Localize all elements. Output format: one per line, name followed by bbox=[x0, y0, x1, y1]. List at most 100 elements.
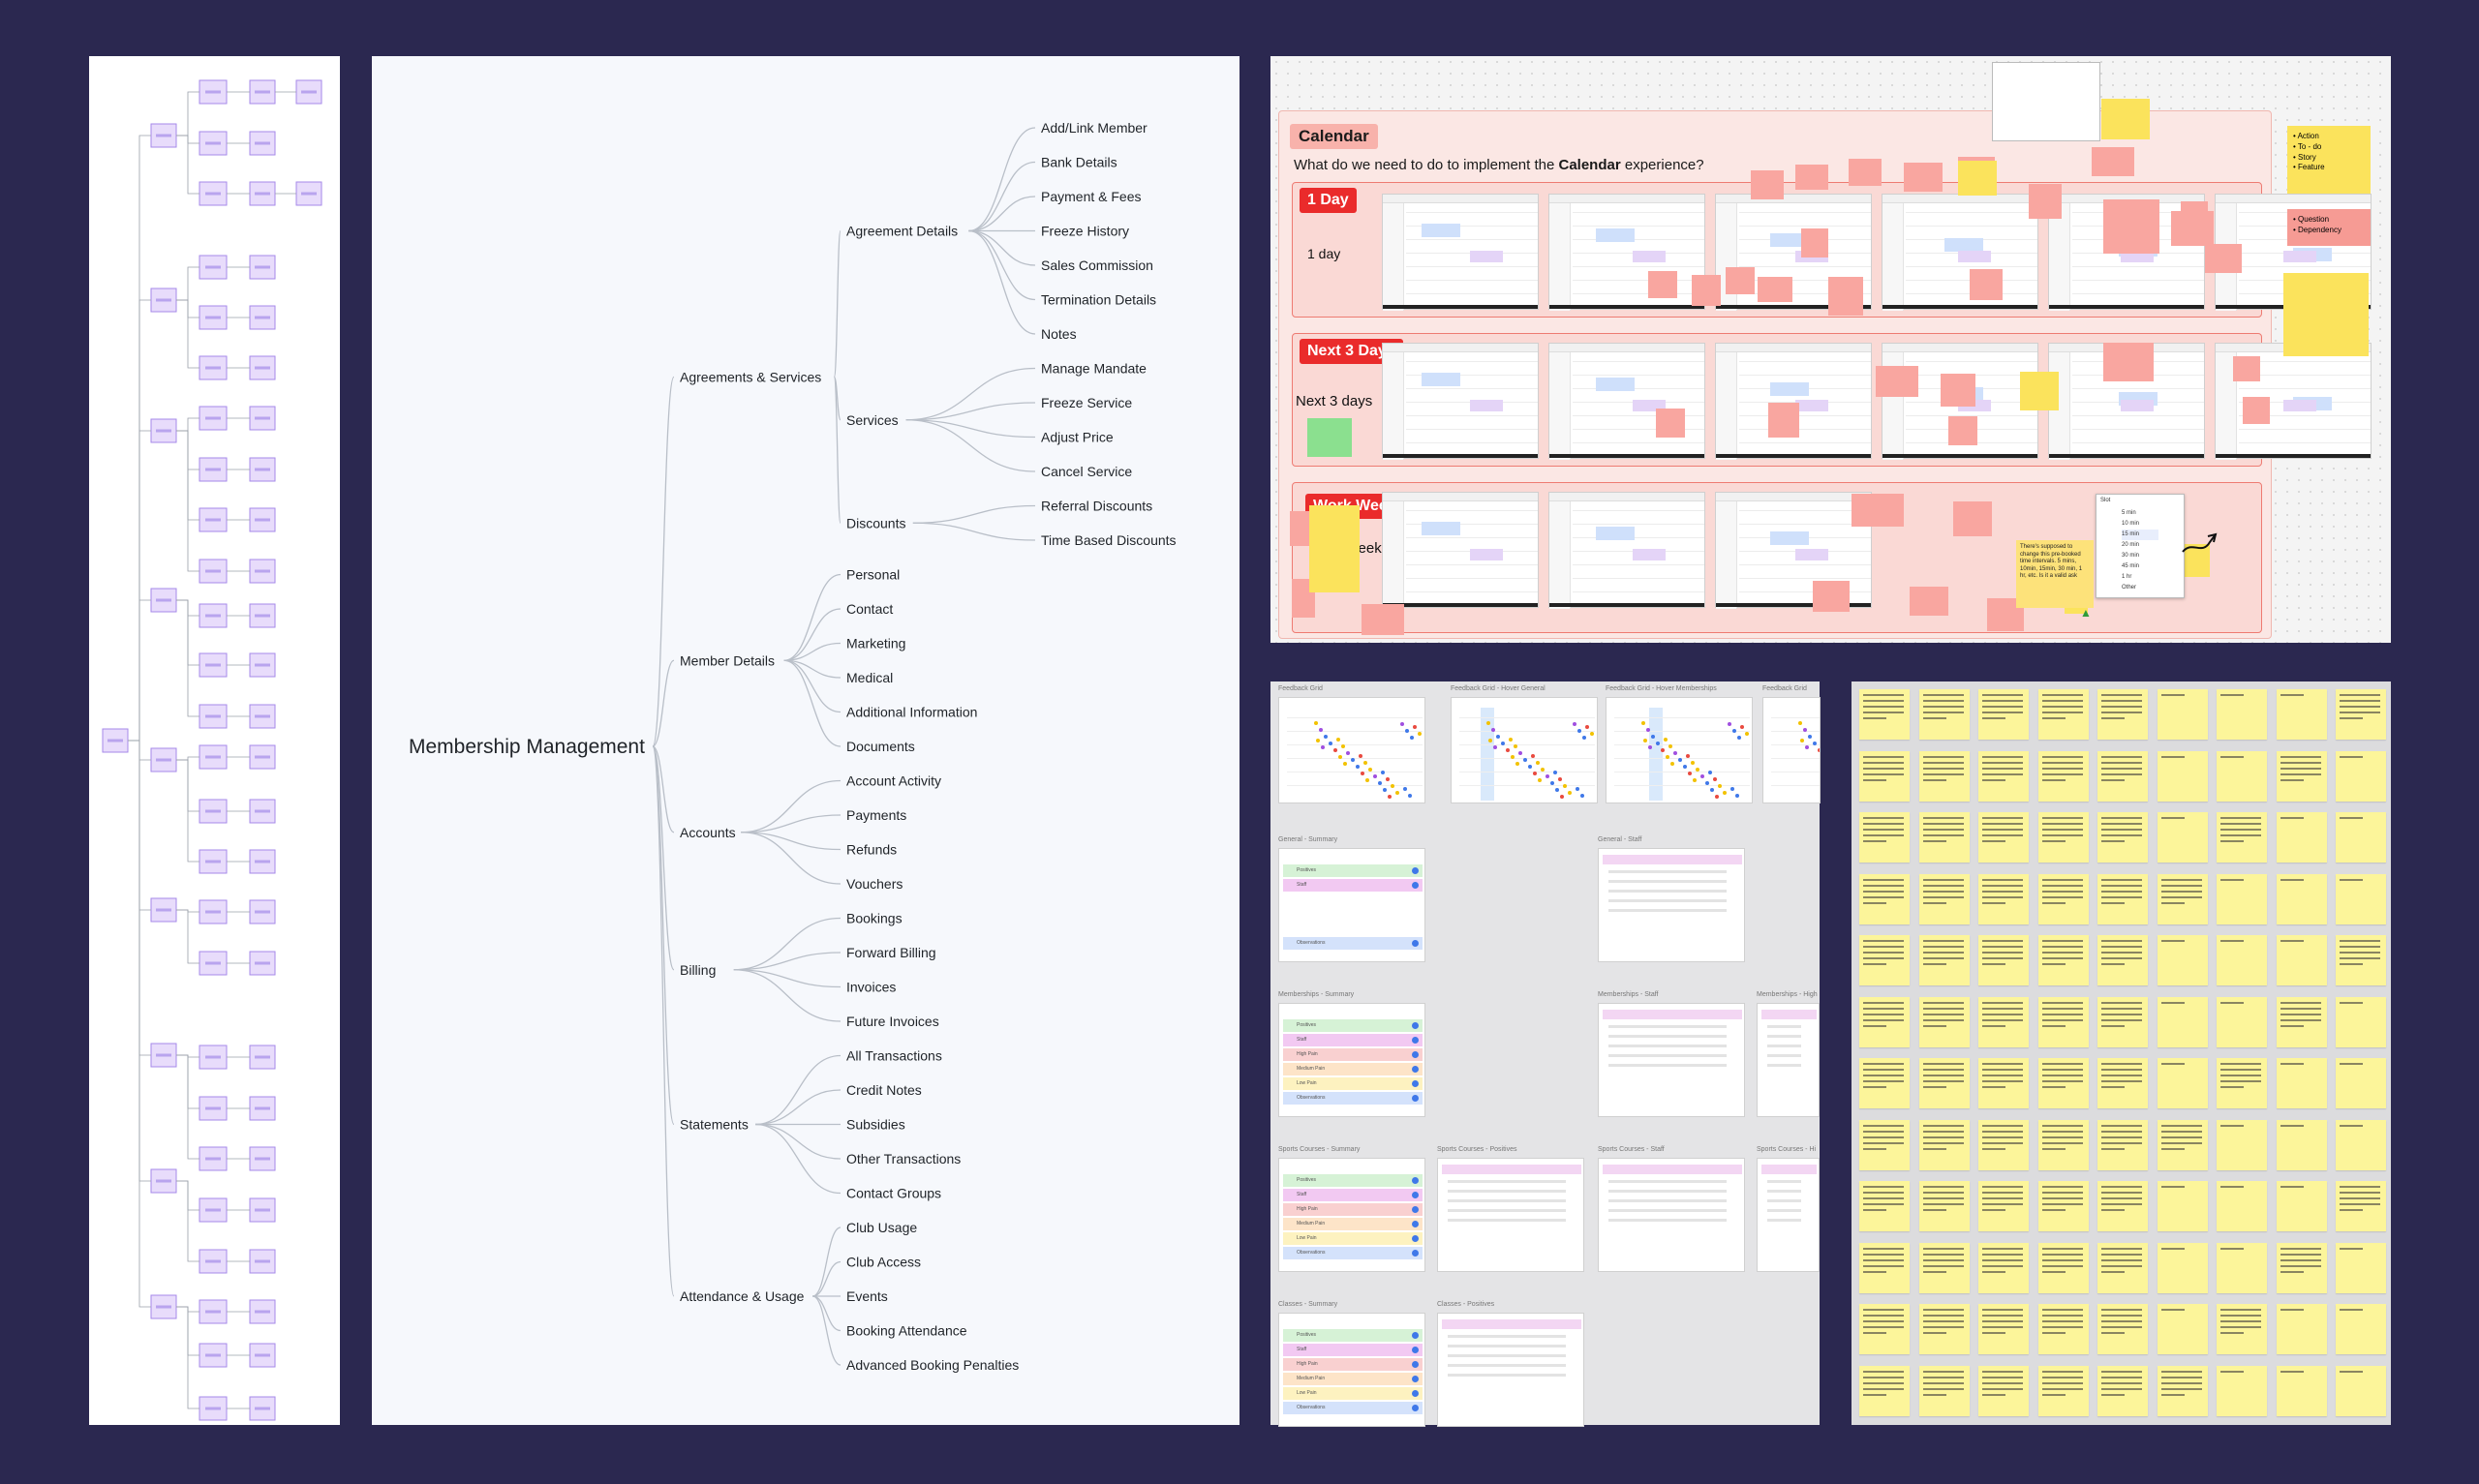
flow-node-label bbox=[205, 1310, 221, 1314]
pink-sticky-note bbox=[1290, 511, 1311, 546]
duration-option[interactable]: 5 min bbox=[2122, 510, 2136, 516]
feedback-dot bbox=[1686, 754, 1690, 758]
sticky-notes-board[interactable] bbox=[1852, 681, 2391, 1425]
sticky-text-line bbox=[1922, 1370, 1964, 1373]
info-icon bbox=[1412, 1022, 1419, 1029]
sticky-text-line bbox=[2041, 1141, 2083, 1144]
sticky-text-line bbox=[2340, 1309, 2363, 1311]
feedback-summary-row-staff: Staff bbox=[1283, 879, 1423, 892]
flow-node-label bbox=[205, 468, 221, 471]
sticky-text-line bbox=[2101, 1332, 2125, 1334]
feedback-panel-title: Classes - Positives bbox=[1437, 1301, 1495, 1308]
sticky-text-line bbox=[2041, 1018, 2083, 1021]
feedback-dot bbox=[1514, 744, 1517, 748]
sticky-text-line bbox=[2041, 1186, 2083, 1188]
flow-node-label bbox=[107, 739, 123, 742]
sticky-text-line bbox=[1922, 1376, 1964, 1378]
pink-sticky-note bbox=[1758, 277, 1792, 302]
sticky-text-line bbox=[2280, 1253, 2321, 1256]
feedback-grid-line bbox=[1771, 744, 1820, 745]
sticky-text-line bbox=[2041, 1315, 2083, 1317]
flow-node-label bbox=[255, 316, 270, 319]
sticky-note bbox=[2037, 996, 2089, 1047]
sticky-text-line bbox=[1863, 1387, 1904, 1390]
screenshot-toolbar bbox=[1716, 493, 1871, 501]
duration-option[interactable]: 45 min bbox=[2122, 563, 2140, 569]
feedback-grid-line bbox=[1771, 758, 1820, 759]
sticky-text-line bbox=[1863, 1075, 1904, 1076]
sticky-text-line bbox=[2041, 1258, 2083, 1261]
mindmap-branch: Member Details bbox=[680, 652, 775, 668]
feedback-panel-card bbox=[1598, 1158, 1745, 1272]
duration-option[interactable]: 30 min bbox=[2122, 553, 2140, 559]
feedback-panel-header bbox=[1761, 1165, 1817, 1174]
mindmap-connector bbox=[783, 608, 842, 661]
sticky-note bbox=[1859, 1119, 1910, 1170]
sticky-note bbox=[1978, 996, 2029, 1047]
flow-node-label bbox=[255, 90, 270, 94]
sticky-note bbox=[2157, 935, 2208, 985]
sticky-note bbox=[1978, 935, 2029, 985]
screenshot-gridline bbox=[1573, 361, 1704, 362]
feedback-dot bbox=[1528, 765, 1532, 769]
duration-option[interactable]: Other bbox=[2122, 585, 2137, 591]
flow-node-label bbox=[255, 569, 270, 573]
feedback-dot bbox=[1573, 722, 1576, 726]
feedback-panel-card bbox=[1437, 1158, 1584, 1272]
sticky-text-line bbox=[2220, 878, 2244, 881]
duration-options: 5 min 10 min 15 min 20 min 30 min 45 min 1 hr O… bbox=[2122, 508, 2158, 593]
sticky-text-line bbox=[2340, 1192, 2380, 1194]
sticky-text-line bbox=[1863, 878, 1904, 881]
calendar-board[interactable]: Calendar What do we need to do to implem… bbox=[1270, 56, 2391, 643]
sticky-text-line bbox=[1922, 952, 1964, 954]
info-icon bbox=[1412, 867, 1419, 874]
screenshot-gridline bbox=[2072, 415, 2204, 416]
sticky-text-line bbox=[1922, 1264, 1964, 1267]
pink-sticky-note bbox=[1795, 165, 1828, 190]
screenshot-footer bbox=[1549, 454, 1704, 458]
duration-option[interactable]: 20 min bbox=[2122, 542, 2140, 548]
flow-connector bbox=[176, 756, 199, 761]
feedback-dot bbox=[1577, 729, 1581, 733]
flowchart-board[interactable] bbox=[89, 56, 340, 1425]
feedback-dot bbox=[1582, 736, 1586, 740]
sticky-text-line bbox=[2041, 706, 2083, 708]
sticky-text-line bbox=[1922, 1387, 1964, 1390]
sticky-note bbox=[1978, 1119, 2029, 1170]
feedback-summary-row-observations: Observations bbox=[1283, 1092, 1423, 1105]
sticky-text-line bbox=[2101, 1203, 2142, 1205]
sticky-note bbox=[2336, 812, 2386, 863]
sticky-note bbox=[1859, 873, 1910, 924]
sticky-note bbox=[1918, 1304, 1970, 1354]
feedback-panel-header bbox=[1603, 1010, 1742, 1019]
badge-1-day: 1 Day bbox=[1300, 188, 1357, 213]
sticky-note bbox=[1859, 750, 1910, 802]
mindmap-leaf: Payments bbox=[846, 807, 906, 823]
sticky-text-line bbox=[2101, 767, 2142, 770]
screenshot-gridline bbox=[1406, 361, 1538, 362]
sticky-note bbox=[2336, 1058, 2386, 1108]
sticky-note bbox=[2336, 689, 2386, 740]
sticky-text-line bbox=[1922, 1326, 1964, 1328]
screenshot-toolbar bbox=[1549, 195, 1704, 203]
duration-option[interactable]: 10 min bbox=[2122, 521, 2140, 527]
screenshot-footer bbox=[1549, 603, 1704, 607]
flow-connector bbox=[176, 135, 199, 195]
sticky-text-line bbox=[2041, 767, 2083, 770]
sticky-text-line bbox=[2041, 1332, 2066, 1334]
sticky-text-line bbox=[1982, 1387, 2023, 1390]
feedback-dot bbox=[1488, 739, 1492, 742]
feedback-text-line bbox=[1767, 1045, 1801, 1047]
duration-option[interactable]: 15 min bbox=[2122, 530, 2158, 540]
duration-option[interactable]: 1 hr bbox=[2122, 574, 2132, 580]
screenshot-gridline bbox=[1739, 361, 1871, 362]
sticky-text-line bbox=[2101, 1136, 2142, 1138]
sticky-text-line bbox=[2101, 823, 2142, 825]
sticky-text-line bbox=[2041, 1309, 2083, 1311]
sticky-text-line bbox=[1982, 840, 2005, 842]
mindmap-connector bbox=[733, 969, 842, 988]
sticky-text-line bbox=[2280, 767, 2321, 770]
